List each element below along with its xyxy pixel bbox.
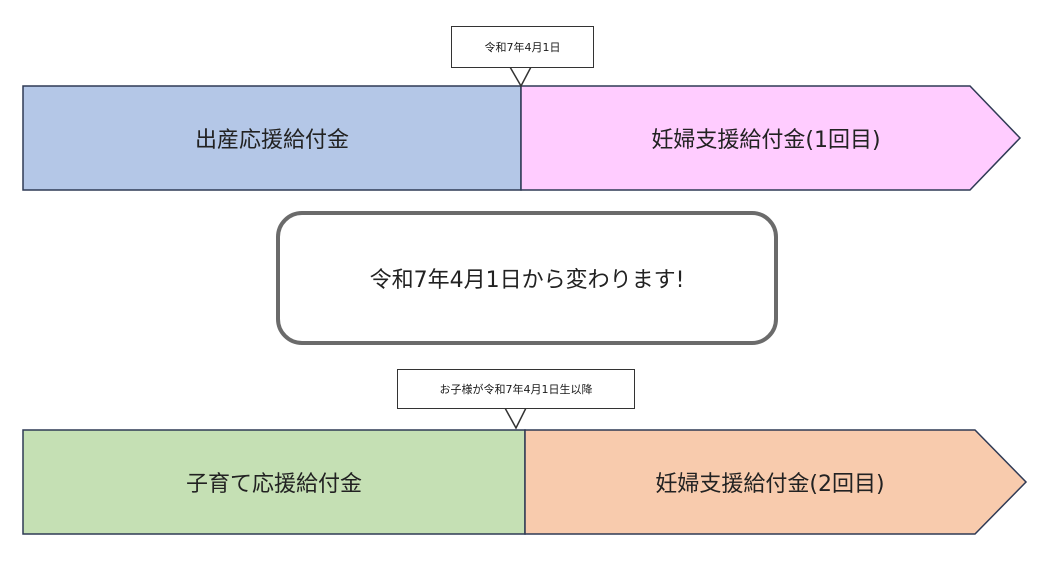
row1-tag-pointer [508,66,533,88]
row1-date-tag: 令和7年4月1日 [451,26,594,68]
row1-right-label-text: 妊婦支援給付金(1回目) [651,128,881,153]
row1-left-label: 出産応援給付金 [23,86,521,190]
row2-left-label: 子育て応援給付金 [23,430,525,534]
row2-right-label: 妊婦支援給付金(2回目) [525,430,1015,534]
row2-right-label-text: 妊婦支援給付金(2回目) [655,472,885,497]
row2-date-tag: お子様が令和7年4月1日生以降 [397,369,635,409]
row1-left-label-text: 出産応援給付金 [194,128,349,153]
change-notice-box: 令和7年4月1日から変わります! [276,211,778,345]
row2-left-label-text: 子育て応援給付金 [185,472,362,497]
row2-date-tag-text: お子様が令和7年4月1日生以降 [439,383,593,396]
change-notice-text: 令和7年4月1日から変わります! [369,268,685,293]
row2-tag-pointer [503,407,528,430]
row1-left-block [22,85,522,191]
row1-right-label: 妊婦支援給付金(1回目) [521,86,1011,190]
row1-date-tag-text: 令和7年4月1日 [484,41,561,54]
row1-right-arrow [520,85,1022,191]
row2-right-arrow [524,429,1028,535]
